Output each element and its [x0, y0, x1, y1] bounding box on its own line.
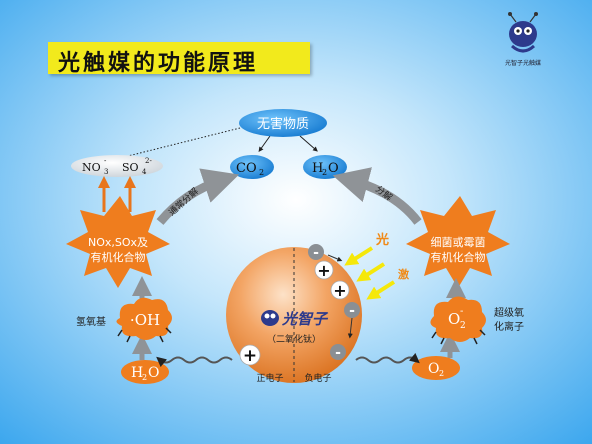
superoxide-name-line2: 化离子	[494, 320, 524, 333]
electron-label: 负电子	[304, 372, 331, 384]
sox-text: SO	[122, 161, 139, 174]
page-title: 光触媒的功能原理	[58, 51, 259, 76]
left-starburst	[66, 196, 170, 288]
light-ray-3	[366, 280, 396, 300]
sox-superscript: 2-	[145, 157, 152, 165]
svg-text:+: +	[243, 346, 257, 366]
light-ray-1	[344, 246, 374, 266]
superoxide-cloud	[430, 296, 486, 345]
co2-bubble	[230, 155, 274, 179]
oxygen-oval	[412, 356, 460, 380]
h2o-h-text: H	[312, 161, 323, 176]
nox-superscript: -	[104, 157, 107, 165]
hole-plus-2: +	[330, 280, 350, 300]
svg-text:+: +	[317, 261, 330, 280]
co2-formula: CO 2	[236, 161, 264, 177]
brand-mascot-icon	[508, 12, 538, 53]
h2o-subscript: 2	[322, 168, 327, 177]
right-starburst	[406, 196, 510, 288]
hole-plus-1: +	[314, 260, 334, 280]
oh-label: ·OH	[130, 311, 160, 329]
oxygen-formula: O 2	[428, 361, 444, 378]
wavy-arrow-electron-to-oxygen	[355, 352, 420, 364]
water-subscript: 2	[142, 373, 147, 382]
svg-text:+: +	[333, 281, 346, 300]
nox-text: NO	[82, 161, 101, 174]
connector-harmless-h2o	[299, 135, 318, 152]
harmless-label: 无害物质	[257, 116, 309, 132]
brand-logo-icon	[261, 310, 279, 326]
excite-arrow-1	[327, 254, 343, 262]
electron-minus-2: -	[344, 302, 360, 319]
nox-sox-formula: NO 3 - SO 4 2-	[82, 157, 152, 176]
co2-text: CO	[236, 161, 257, 176]
superoxide-subscript: 2	[460, 321, 466, 331]
hole-plus-migrated: +	[239, 344, 261, 366]
sox-subscript: 4	[142, 168, 147, 176]
brand-caption: 光智子光触媒	[505, 60, 542, 67]
sphere-caption: （二氧化钛）	[267, 333, 321, 345]
left-star-line2: 有机化合物	[91, 250, 146, 264]
svg-text:-: -	[349, 303, 355, 319]
right-star-line1: 细菌或霉菌	[431, 236, 486, 249]
water-h-text: H	[131, 365, 143, 381]
svg-text:-: -	[335, 345, 341, 361]
svg-text:-: -	[313, 245, 319, 261]
arrow-decompose-right	[332, 167, 422, 225]
nox-subscript: 3	[104, 168, 108, 176]
co2-subscript: 2	[259, 168, 264, 177]
superoxide-name-line1: 超级氧	[494, 306, 524, 319]
wavy-arrow-hole-to-water	[156, 356, 233, 368]
h2o-o-text: O	[328, 161, 339, 176]
connector-harmless-co2	[258, 135, 271, 153]
oxygen-o-text: O	[428, 361, 439, 377]
excite-arrow-2	[347, 317, 353, 339]
light-ray-2	[356, 262, 386, 282]
left-star-line1: NOx,SOx及	[88, 236, 148, 249]
hole-label: 正电子	[256, 372, 283, 384]
sphere-logo-text: 光智子	[281, 310, 329, 328]
right-star-line2: 有机化合物	[431, 250, 486, 264]
nox-sox-bubble	[71, 155, 163, 177]
oxygen-subscript: 2	[439, 369, 444, 378]
superoxide-formula: O 2 -	[448, 306, 466, 331]
light-char-1: 光	[375, 232, 389, 248]
superoxide-o-text: O	[448, 310, 460, 328]
water-o-text: O	[148, 365, 159, 381]
oh-name: 氢氧基	[76, 315, 106, 328]
oh-radical-cloud	[116, 297, 172, 343]
arrow-decompose-left	[156, 168, 240, 225]
light-char-2: 激	[398, 267, 409, 281]
water-formula: H 2 O	[131, 365, 159, 382]
electron-minus-1: -	[308, 244, 324, 261]
electron-minus-migrated: -	[330, 344, 346, 361]
title-banner: 光触媒的功能原理	[48, 42, 310, 76]
superoxide-superscript: -	[460, 306, 463, 317]
harmless-bubble	[239, 109, 327, 137]
